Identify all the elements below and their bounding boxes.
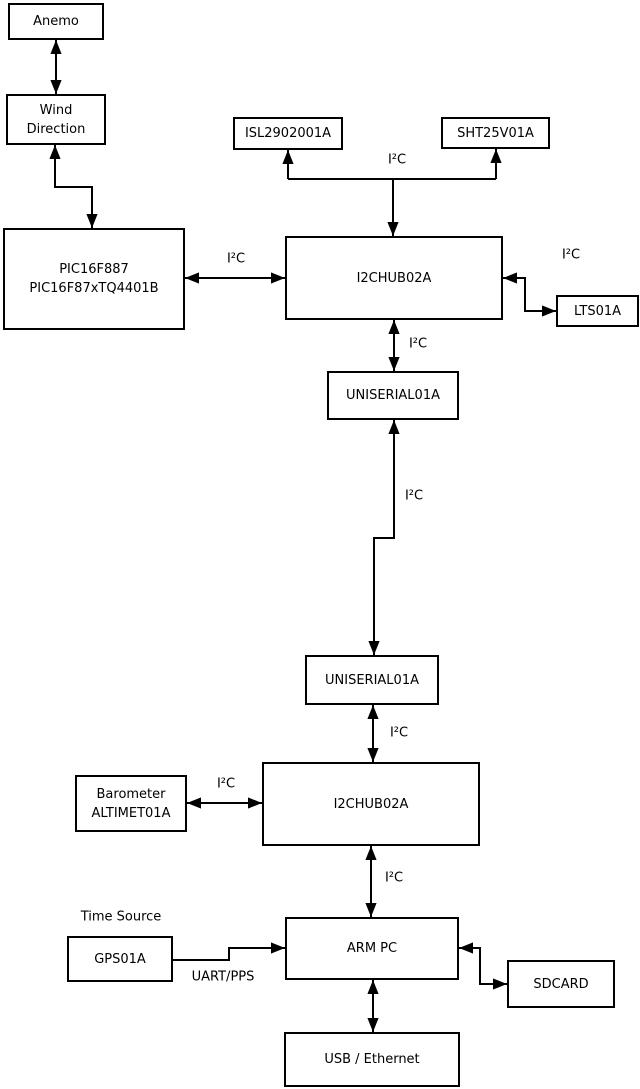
node-pic16f887: PIC16F887 PIC16F87xTQ4401B	[3, 228, 185, 330]
edge-label-i2c-barometer-hub2: I²C	[216, 776, 236, 792]
edge-label-i2c-hub1-lts: I²C	[561, 247, 581, 263]
edge-label-i2c-pic-hub1: I²C	[226, 251, 246, 267]
node-wind-direction-line1: Wind	[39, 102, 73, 118]
node-sdcard-label: SDCARD	[533, 976, 589, 992]
edge-label-i2c-hub1-uniserial1: I²C	[408, 336, 428, 352]
node-uniserial01a-top: UNISERIAL01A	[327, 371, 459, 420]
node-sht25v01a: SHT25V01A	[441, 117, 550, 149]
node-anemo-label: Anemo	[33, 14, 79, 29]
node-arm-pc-label: ARM PC	[346, 941, 398, 956]
node-arm-pc: ARM PC	[285, 917, 459, 980]
node-anemo: Anemo	[8, 3, 104, 40]
node-gps01a-label: GPS01A	[94, 951, 146, 967]
edge-wind-pic	[49, 145, 98, 228]
node-barometer-line1: Barometer	[96, 786, 166, 802]
node-i2chub02a-top: I2CHUB02A	[285, 236, 503, 320]
node-wind-direction-line2: Direction	[26, 121, 86, 137]
edge-gps-arm	[173, 942, 285, 961]
node-i2chub02a-bottom: I2CHUB02A	[262, 762, 480, 846]
edge-label-i2c-uniserial2-hub2: I²C	[389, 725, 409, 741]
edge-label-time-source: Time Source	[80, 909, 162, 925]
node-pic16f887-line1: PIC16F887	[59, 262, 129, 277]
edge-label-i2c-bus-top: I²C	[387, 152, 407, 168]
node-uniserial01a-bottom: UNISERIAL01A	[305, 655, 439, 705]
node-sht25v01a-label: SHT25V01A	[457, 125, 534, 141]
node-sdcard: SDCARD	[507, 960, 615, 1008]
node-isl2902001a-label: ISL2902001A	[244, 126, 332, 141]
edge-uniserial1-uniserial2	[368, 420, 400, 655]
node-pic16f887-line2: PIC16F87xTQ4401B	[29, 281, 159, 296]
edge-hub1-lts	[503, 272, 556, 317]
node-i2chub02a-top-label: I2CHUB02A	[356, 270, 432, 286]
node-uniserial01a-bottom-label: UNISERIAL01A	[325, 672, 419, 688]
node-gps01a: GPS01A	[67, 936, 173, 982]
edge-label-i2c-hub2-arm: I²C	[384, 870, 404, 886]
node-uniserial01a-top-label: UNISERIAL01A	[346, 388, 440, 403]
node-lts01a: LTS01A	[556, 295, 639, 327]
node-barometer-line2: ALTIMET01A	[91, 805, 171, 821]
edge-arm-sdcard	[459, 942, 507, 990]
node-usb-ethernet: USB / Ethernet	[284, 1032, 460, 1087]
node-lts01a-label: LTS01A	[573, 303, 622, 319]
node-wind-direction: Wind Direction	[6, 94, 106, 145]
edge-label-i2c-uniserial1-uniserial2: I²C	[404, 488, 424, 504]
node-barometer-altimet01a: Barometer ALTIMET01A	[75, 775, 187, 832]
node-usb-ethernet-label: USB / Ethernet	[324, 1052, 420, 1067]
node-isl2902001a: ISL2902001A	[233, 117, 343, 150]
edge-label-uart-pps: UART/PPS	[191, 969, 255, 985]
node-i2chub02a-bottom-label: I2CHUB02A	[333, 796, 409, 812]
